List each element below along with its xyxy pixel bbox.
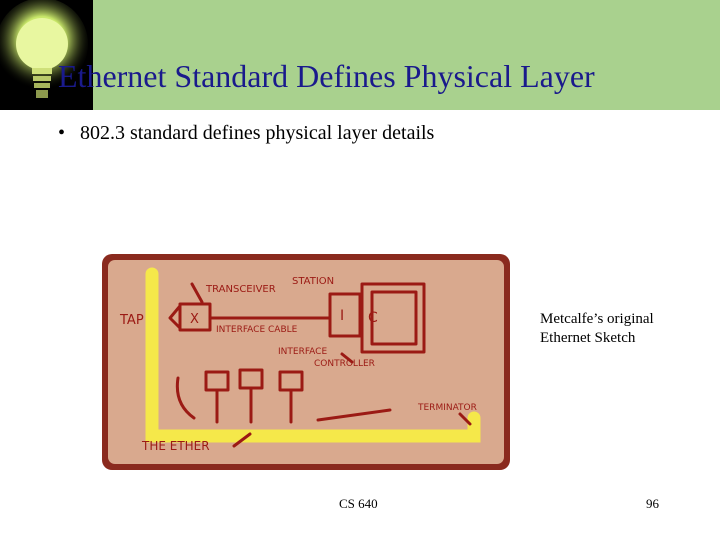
terminator-label: TERMINATOR [417,403,477,413]
transceiver-arrow [190,282,204,304]
title-banner [0,0,720,110]
caption-line: Metcalfe’s original [540,311,654,327]
station-box [360,282,426,354]
footer-page-number: 96 [646,496,659,511]
lightbulb-graphic [0,0,93,110]
ether-left-arrow [175,376,196,420]
interface-cable-label: INTERFACE CABLE [216,325,298,335]
interface-controller-box [328,292,362,338]
bullet-marker: • [58,122,66,144]
the-ether-label: THE ETHER [141,439,210,453]
lightbulb-icon [0,0,93,110]
interface-label: INTERFACE [278,347,327,357]
caption-line: Ethernet Sketch [540,330,636,346]
station-label: STATION [292,276,334,287]
bullet-item: • 802.3 standard defines physical layer d… [58,122,434,145]
ethernet-sketch: TRANSCEIVER STATION TAP X INTERFACE CABL… [102,254,510,470]
slide-title: Ethernet Standard Defines Physical Layer [58,58,595,94]
ether-right-arrow [316,408,392,422]
controller-arrow [340,352,354,364]
transceiver-x-label: X [190,312,199,327]
station-inner-box [370,290,418,346]
interface-i-label: I [340,308,344,324]
transceiver-label: TRANSCEIVER [205,284,276,295]
bullet-text: 802.3 standard defines physical layer de… [80,122,435,144]
sketch-caption: Metcalfe’s original Ethernet Sketch [540,310,710,348]
ether-cable [145,267,481,443]
sketch-paper [108,260,504,464]
the-ether-arrow [232,432,252,448]
tap-label: TAP [119,313,144,328]
footer-course: CS 640 [339,496,378,511]
terminator-arrow [458,412,472,426]
controller-c-label: C [368,310,378,326]
controller-label: CONTROLLER [314,359,375,369]
